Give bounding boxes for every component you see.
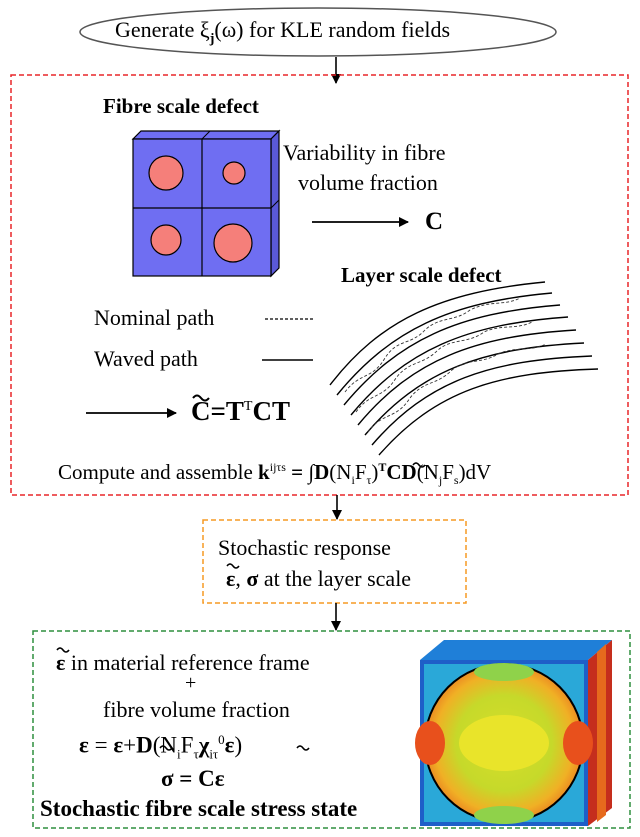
header-ellipse — [79, 7, 557, 57]
eq-mid: = — [88, 732, 114, 758]
eq-eps3: ε — [224, 732, 235, 758]
eq-plus: + — [123, 732, 137, 758]
eq-s3: iτ — [209, 746, 219, 762]
eq-chi: χ — [198, 732, 210, 758]
eq-s1: i — [177, 746, 181, 762]
assemble-d1: D — [314, 460, 330, 484]
assemble-k-sup: ijτs — [269, 460, 286, 474]
tilde-eq-eps2 — [159, 745, 173, 751]
layer-wave-curves — [344, 297, 547, 433]
tilde-response-eps — [226, 563, 240, 569]
eq-f: F — [180, 732, 194, 758]
assemble-p3: ) — [371, 460, 379, 484]
assemble-prefix: Compute and assemble — [58, 460, 259, 484]
waved-label: Waved path — [94, 346, 198, 371]
assemble-p5: F — [442, 460, 454, 484]
assemble-s3: j — [438, 473, 443, 488]
layer-title: Layer scale defect — [341, 263, 502, 287]
bottom-box — [32, 630, 631, 829]
header-tail: (ω) for KLE random fields — [214, 17, 451, 42]
response-title: Stochastic response — [218, 535, 391, 560]
layer-curves — [329, 281, 599, 456]
transform-sup: T — [243, 399, 253, 414]
eq-sup0: 0 — [218, 732, 225, 747]
variability-line2: volume fraction — [298, 170, 438, 195]
header-sub: j — [209, 31, 215, 47]
response-box — [202, 519, 467, 604]
assemble-p1: (N — [329, 460, 352, 484]
fibre-title: Fibre scale defect — [103, 94, 259, 118]
strain-equation: ε = ε+D(NiFτχiτ0ε) — [79, 732, 242, 762]
bottom-plus: + — [185, 672, 197, 694]
fibre-cell — [131, 129, 281, 278]
nominal-label: Nominal path — [94, 305, 215, 330]
bottom-eps: ε — [56, 650, 66, 675]
assemble-s1: i — [351, 473, 355, 488]
response-line: ε, σ at the layer scale — [226, 566, 411, 592]
assemble-d2: D — [401, 460, 417, 484]
assemble-t: T — [378, 460, 387, 474]
transform-eq: C=TTCT — [191, 396, 290, 427]
tilde-assemble-c — [412, 462, 426, 468]
eq-p1: (N — [152, 732, 178, 758]
stress-title: Stochastic fibre scale stress state — [40, 796, 358, 821]
fibre-layer-box — [10, 74, 629, 496]
bottom-line1: ε in material reference frame — [56, 650, 310, 676]
response-comma: , — [235, 566, 247, 591]
assemble-s2: τ — [366, 473, 372, 488]
assemble-eq: = ∫ — [285, 460, 315, 484]
assemble-p6: )dV — [458, 460, 492, 484]
eq-s2: τ — [193, 746, 199, 762]
assemble-k: k — [258, 460, 270, 484]
stress-field-cube — [415, 640, 612, 826]
stress-equation: σ = Cε — [161, 766, 225, 791]
tilde-bottom-eps — [56, 647, 70, 653]
response-tail: at the layer scale — [258, 566, 412, 591]
response-sigma: σ — [246, 566, 259, 591]
transform-lhs: C — [191, 396, 211, 426]
assemble-c: C — [386, 460, 402, 484]
assemble-s4: s — [453, 473, 459, 488]
response-eps: ε — [226, 566, 236, 591]
bottom-line1-text: in material reference frame — [65, 650, 310, 675]
header-text: Generate ξ — [115, 17, 210, 42]
transform-rhs: =T — [210, 396, 244, 426]
assemble-line: Compute and assemble kijτs = ∫D(NiFτ)TCD… — [58, 460, 491, 488]
eq-d: D — [136, 732, 153, 758]
assemble-p4: (N — [416, 460, 439, 484]
bottom-line2: fibre volume fraction — [103, 697, 290, 722]
variability-line1: Variability in fibre — [283, 140, 446, 165]
eq-lhs: ε — [79, 732, 89, 758]
transform-tail: CT — [252, 396, 290, 426]
eq-eps2: ε — [113, 732, 124, 758]
tilde-c — [192, 394, 210, 402]
assemble-p2: F — [354, 460, 367, 484]
eq-close: ) — [234, 732, 243, 758]
header-label: Generate ξj(ω) for KLE random fields — [115, 17, 450, 47]
c-result: C — [425, 208, 444, 235]
tilde-eq-eps3 — [296, 745, 310, 751]
